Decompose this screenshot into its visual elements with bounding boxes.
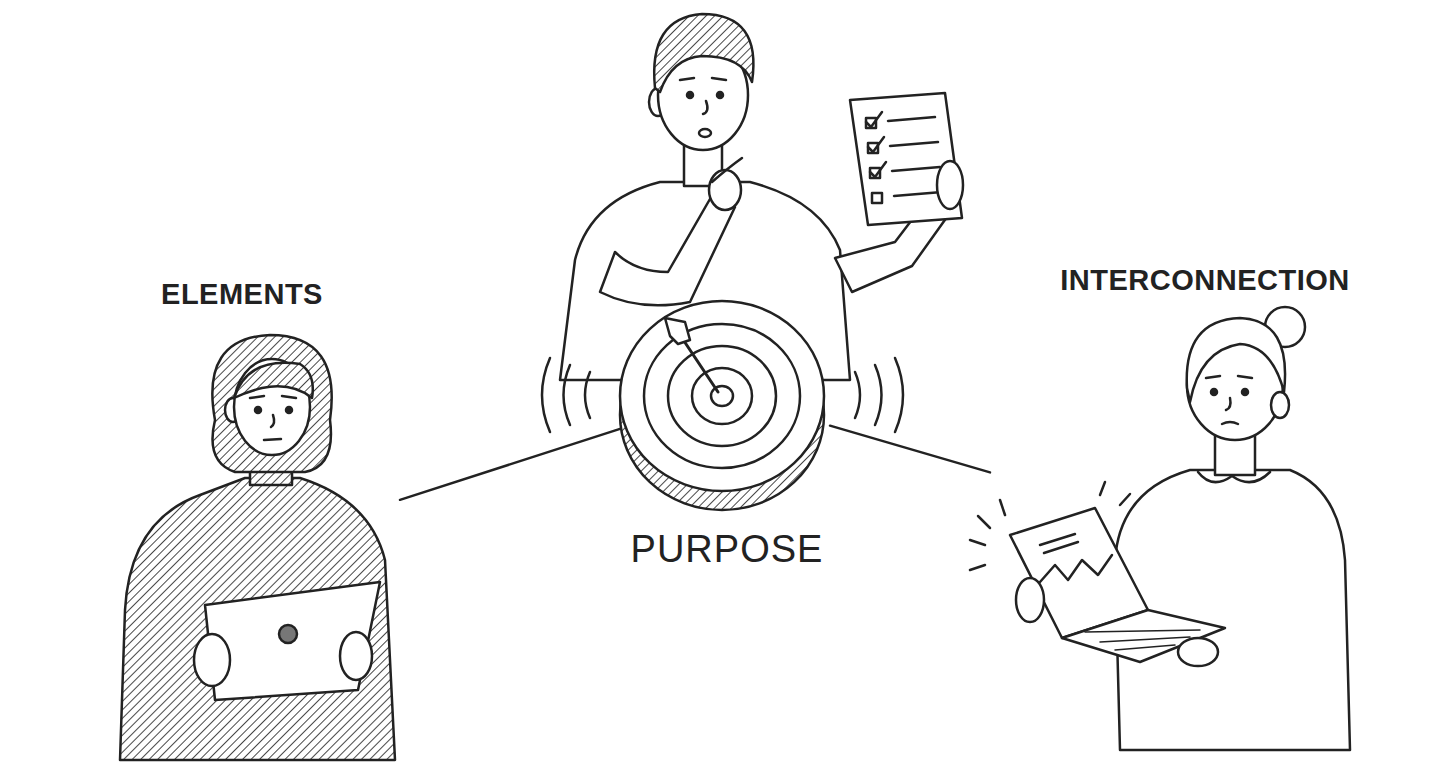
target-with-arrow xyxy=(668,346,776,446)
target-with-arrow xyxy=(875,365,882,425)
man-with-checklist xyxy=(703,101,707,114)
connector-line xyxy=(830,426,990,473)
woman-with-laptop xyxy=(1222,422,1238,424)
woman-with-tablet xyxy=(250,396,264,398)
woman-with-laptop xyxy=(1044,542,1078,553)
man-with-checklist xyxy=(654,14,753,92)
woman-with-tablet xyxy=(194,634,230,686)
woman-with-tablet xyxy=(286,407,292,413)
man-with-checklist xyxy=(866,112,942,203)
man-with-checklist xyxy=(890,142,938,146)
woman-with-tablet xyxy=(234,363,313,398)
man-with-checklist xyxy=(687,92,693,98)
woman-with-laptop xyxy=(1115,645,1175,650)
woman-with-laptop xyxy=(1085,630,1200,632)
woman-with-laptop xyxy=(1100,482,1105,495)
woman-with-tablet xyxy=(120,335,395,760)
figure-label: INTERCONNECTION xyxy=(1060,264,1349,297)
target-with-arrow xyxy=(692,368,752,424)
man-with-checklist xyxy=(937,161,963,209)
woman-with-laptop xyxy=(1226,398,1231,410)
connector-line xyxy=(400,429,620,500)
man-with-checklist xyxy=(712,158,742,182)
woman-with-laptop xyxy=(1206,376,1220,378)
man-with-checklist xyxy=(680,78,694,80)
woman-with-laptop xyxy=(970,307,1350,750)
man-with-checklist xyxy=(894,192,942,196)
figure-label: ELEMENTS xyxy=(161,278,323,311)
target-with-arrow xyxy=(542,358,550,432)
man-with-checklist xyxy=(888,117,935,121)
man-with-checklist xyxy=(870,162,886,177)
woman-with-laptop xyxy=(1211,389,1217,395)
man-with-checklist xyxy=(872,193,882,203)
target-with-arrow xyxy=(564,365,571,425)
woman-with-laptop xyxy=(1242,389,1248,395)
woman-with-laptop xyxy=(970,565,985,570)
woman-with-tablet xyxy=(279,625,297,643)
man-with-checklist xyxy=(892,167,940,171)
man-with-checklist xyxy=(600,192,735,305)
connector-line xyxy=(830,426,990,473)
target-with-arrow xyxy=(542,301,903,510)
target-node: PURPOSE xyxy=(620,290,830,500)
woman-with-laptop xyxy=(1040,555,1112,582)
woman-with-laptop xyxy=(1238,376,1252,378)
figure-node: INTERCONNECTION xyxy=(990,300,1350,750)
woman-with-laptop xyxy=(978,516,990,528)
figure-node: ELEMENTS xyxy=(120,330,400,760)
woman-with-tablet xyxy=(120,478,395,760)
man-with-checklist xyxy=(866,112,882,127)
man-with-checklist xyxy=(850,93,962,225)
woman-with-tablet xyxy=(255,407,261,413)
target-with-arrow xyxy=(895,358,903,432)
woman-with-laptop xyxy=(1120,494,1130,505)
woman-with-tablet xyxy=(264,439,281,440)
woman-with-laptop xyxy=(1016,578,1044,622)
woman-with-laptop xyxy=(970,540,985,545)
target-with-arrow xyxy=(855,372,860,418)
man-with-checklist xyxy=(709,170,741,210)
woman-with-laptop xyxy=(1100,637,1190,642)
connector-line xyxy=(400,429,620,500)
woman-with-laptop xyxy=(1271,392,1289,418)
figure-label: PURPOSE xyxy=(631,528,824,571)
woman-with-laptop xyxy=(1040,534,1075,545)
man-with-checklist xyxy=(699,129,711,137)
target-with-arrow xyxy=(644,324,800,468)
woman-with-tablet xyxy=(340,632,372,680)
woman-with-laptop xyxy=(1198,472,1270,482)
illustration xyxy=(120,14,1350,760)
woman-with-laptop xyxy=(1187,318,1285,402)
man-with-checklist xyxy=(868,137,884,152)
target-with-arrow xyxy=(585,372,590,418)
woman-with-tablet xyxy=(205,582,380,700)
man-with-checklist xyxy=(712,78,726,80)
target-with-arrow xyxy=(665,318,690,344)
woman-with-laptop xyxy=(1178,638,1218,666)
target-with-arrow xyxy=(620,301,824,491)
woman-with-laptop xyxy=(1000,500,1005,515)
woman-with-tablet xyxy=(282,396,296,398)
man-with-checklist xyxy=(717,92,723,98)
woman-with-tablet xyxy=(271,415,274,427)
woman-with-tablet xyxy=(212,335,331,472)
